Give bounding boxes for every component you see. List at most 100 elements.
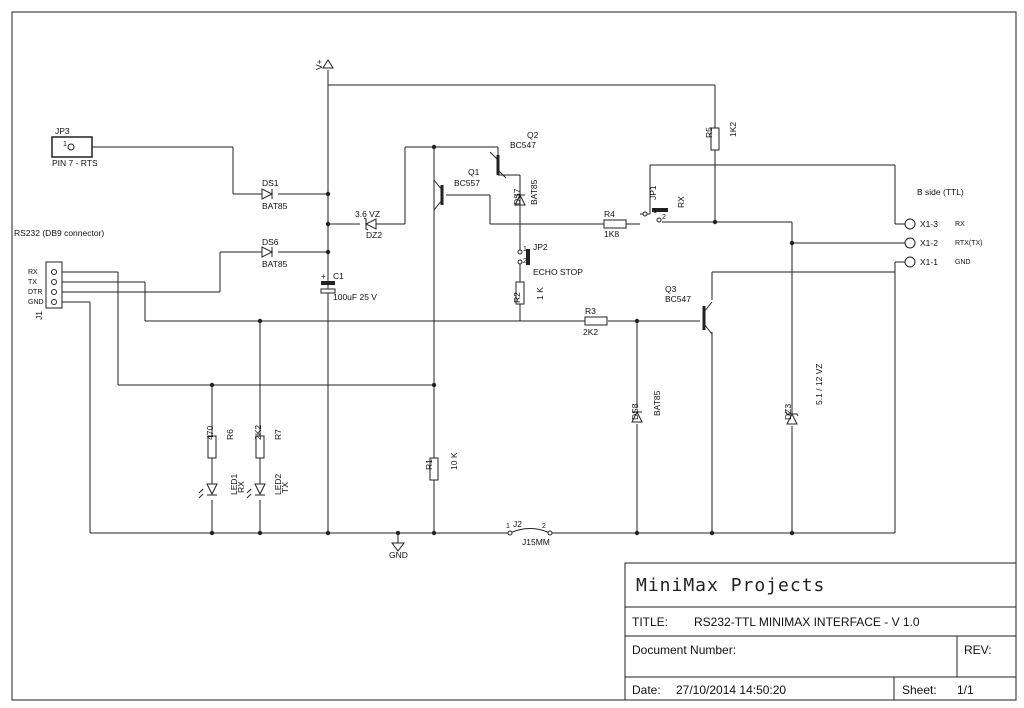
c1-plus: + [321, 271, 326, 281]
ds1-ref: DS1 [262, 178, 279, 188]
j1-pin-rx: RX [28, 269, 38, 276]
r6-ref: R6 [225, 429, 235, 440]
j1-pin-gnd: GND [28, 299, 44, 306]
jp2-ref: JP2 [533, 242, 548, 252]
vplus-label: V+ [314, 59, 324, 70]
rev-label: REV: [964, 643, 992, 657]
dz3-ref: DZ3 [783, 404, 793, 420]
bside-terminals: B side (TTL) X1-3 X1-2 X1-1 RX RTX(TX) G… [904, 187, 982, 268]
jp1-ref: JP1 [648, 185, 658, 200]
dz2-value: 3.6 VZ [355, 209, 380, 219]
ds8-diode: DS8 BAT85 [630, 390, 662, 423]
bside-title: B side (TTL) [917, 187, 964, 197]
x1-2-ref: X1-2 [920, 238, 938, 248]
r4-ref: R4 [604, 209, 615, 219]
dz2-ref: DZ2 [366, 230, 382, 240]
ds1-diode: DS1 BAT85 [261, 178, 288, 211]
dz2-zener: 3.6 VZ DZ2 [355, 209, 382, 240]
gnd-label: GND [389, 550, 408, 560]
r2-ref: R2 [512, 292, 522, 303]
jp1-label: RX [676, 196, 686, 208]
jp2-jumper: JP2 1 2 ECHO STOP [517, 242, 583, 277]
led1: LED1 RX [198, 473, 246, 499]
ds7-ref: DS7 [512, 188, 522, 205]
j2-pin1: 1 [506, 523, 510, 530]
x1-3-signal: RX [955, 221, 965, 228]
jp3-connector: JP3 1 PIN 7 - RTS [51, 126, 98, 168]
date-value: 27/10/2014 14:50:20 [676, 683, 786, 697]
jp1-pin2: 2 [662, 214, 666, 221]
r7-ref: R7 [273, 429, 283, 440]
r2-resistor: R2 1 K [512, 281, 545, 305]
r5-ref: R5 [704, 127, 714, 138]
led2: LED2 TX [246, 473, 290, 499]
r5-value: 1K2 [728, 122, 738, 137]
jp1-pin1: 1 [653, 208, 657, 215]
ds8-value: BAT85 [652, 390, 662, 416]
r4-value: 1K8 [604, 229, 619, 239]
x1-1-signal: GND [955, 259, 971, 266]
r1-resistor: R1 10 K [424, 452, 459, 481]
jp2-pin2: 2 [523, 258, 527, 265]
r6-resistor: 470 R6 [205, 426, 235, 459]
x1-3-ref: X1-3 [920, 219, 938, 229]
title-label: TITLE: [632, 615, 668, 629]
junctions [209, 144, 795, 536]
jp3-label: PIN 7 - RTS [52, 158, 98, 168]
q3-value: BC547 [665, 294, 691, 304]
r3-value: 2K2 [583, 327, 598, 337]
title-block: MiniMax Projects TITLE: RS232-TTL MINIMA… [624, 562, 1017, 701]
q1-transistor: Q1 BC557 [433, 167, 480, 211]
j1-pin-dtr: DTR [28, 289, 42, 296]
title-value: RS232-TTL MINIMAX INTERFACE - V 1.0 [694, 615, 920, 629]
x1-1-ref: X1-1 [920, 257, 938, 267]
q3-ref: Q3 [665, 284, 677, 294]
jp2-pin1: 1 [523, 246, 527, 253]
ds6-ref: DS6 [262, 237, 279, 247]
q1-value: BC557 [454, 178, 480, 188]
jp3-ref: JP3 [55, 126, 70, 136]
x1-2-signal: RTX(TX) [955, 240, 982, 247]
c1-value: 100uF 25 V [333, 292, 377, 302]
r5-resistor: R5 1K2 [704, 122, 738, 151]
company-name: MiniMax Projects [636, 575, 825, 596]
led2-ref: LED2 [273, 473, 283, 495]
ds1-value: BAT85 [262, 201, 288, 211]
r3-resistor: R3 2K2 [583, 306, 608, 337]
j2-label: J15MM [522, 537, 550, 547]
j1-title: RS232 (DB9 connector) [14, 228, 104, 238]
r3-ref: R3 [585, 306, 596, 316]
q2-ref: Q2 [527, 130, 539, 140]
j1-pin-tx: TX [28, 279, 37, 286]
led1-label: RX [236, 481, 246, 493]
dz3-value: 5.1 / 12 VZ [814, 363, 824, 405]
ds7-value: BAT85 [529, 179, 539, 205]
r7-resistor: 2K2 R7 [253, 425, 283, 459]
sheet-value: 1/1 [957, 683, 974, 697]
c1-ref: C1 [333, 271, 344, 281]
led1-ref: LED1 [229, 473, 239, 495]
q2-value: BC547 [510, 140, 536, 150]
ds8-ref: DS8 [630, 403, 640, 420]
q3-transistor: Q3 BC547 [665, 284, 713, 335]
c1-capacitor: + C1 100uF 25 V [320, 271, 377, 302]
j1-ref: J1 [34, 311, 44, 320]
sheet-label: Sheet: [902, 683, 937, 697]
r1-value: 10 K [449, 452, 459, 470]
j2-jumper: J2 1 2 J15MM [506, 519, 553, 547]
wires [52, 70, 905, 543]
vplus-symbol: V+ [314, 59, 334, 70]
r2-value: 1 K [535, 287, 545, 300]
date-label: Date: [632, 683, 661, 697]
jp1-jumper: JP1 1 2 RX [642, 185, 686, 223]
j2-pin2: 2 [542, 523, 546, 530]
drawing-frame [11, 11, 1017, 701]
ds6-value: BAT85 [262, 259, 288, 269]
r1-ref: R1 [424, 459, 434, 470]
ds6-diode: DS6 BAT85 [261, 237, 288, 269]
r6-value: 470 [205, 426, 215, 440]
j1-connector: RS232 (DB9 connector) RX TX DTR GND J1 [14, 228, 104, 320]
j2-ref: J2 [513, 519, 522, 529]
q2-transistor: Q2 BC547 [489, 130, 539, 179]
